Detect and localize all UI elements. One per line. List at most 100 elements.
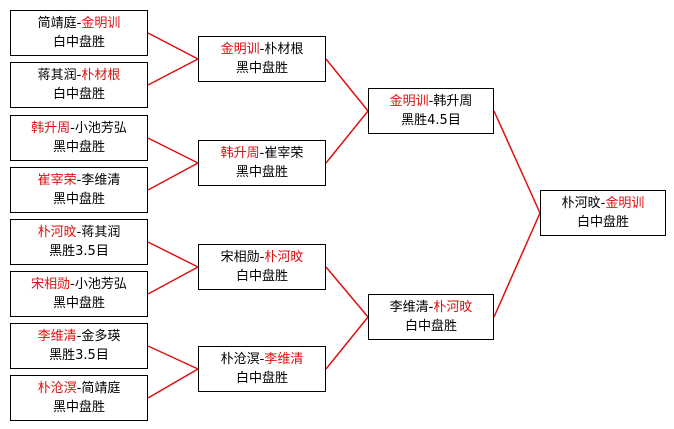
match-result: 黑胜4.5目 [401, 113, 461, 128]
connector-r1m8-to-r2m4 [147, 368, 199, 399]
match-players: 宋相勋-朴河旼 [199, 248, 325, 267]
player-separator: - [428, 94, 434, 109]
player-name: 小池芳弘 [74, 277, 127, 292]
match-result: 黑中盘胜 [52, 400, 105, 415]
winner-name: 李维清 [264, 352, 304, 367]
match-players: 李维清-金多瑛 [11, 327, 147, 346]
match-result: 黑中盘胜 [235, 165, 288, 180]
connector-r2m4-to-r3m2 [325, 316, 369, 370]
connector-r1m7-to-r2m4 [147, 345, 199, 370]
connector-r3m2-to-final [493, 212, 541, 318]
match-result: 白中盘胜 [404, 319, 457, 334]
connector-r2m2-to-r3m1 [325, 110, 369, 164]
winner-name: 朴河旼 [37, 225, 77, 240]
player-name: 朴河旼 [561, 196, 601, 211]
player-name: 简靖庭 [81, 381, 121, 396]
match-players: 崔宰荣-李维清 [11, 171, 147, 190]
winner-name: 朴材根 [81, 68, 121, 83]
player-name: 李维清 [389, 300, 429, 315]
winner-name: 朴河旼 [264, 250, 304, 265]
winner-name: 金明训 [220, 42, 260, 57]
match-box-r1m2: 蒋其润-朴材根白中盘胜 [10, 62, 148, 108]
connector-r1m5-to-r2m3 [147, 241, 199, 268]
match-result: 白中盘胜 [52, 87, 105, 102]
player-separator: - [259, 352, 265, 367]
player-separator: - [259, 42, 265, 57]
match-players: 宋相勋-小池芳弘 [11, 275, 147, 294]
player-separator: - [600, 196, 606, 211]
match-box-r2m1: 金明训-朴材根黑中盘胜 [198, 36, 326, 82]
player-name: 宋相勋 [220, 250, 260, 265]
match-box-r3m2: 李维清-朴河旼白中盘胜 [368, 294, 494, 340]
match-box-final: 朴河旼-金明训白中盘胜 [540, 190, 666, 236]
connector-r1m2-to-r2m1 [147, 58, 199, 86]
player-name: 金多瑛 [81, 329, 121, 344]
connector-r2m3-to-r3m2 [325, 266, 369, 318]
player-name: 崔宰荣 [264, 146, 304, 161]
match-box-r1m4: 崔宰荣-李维清黑中盘胜 [10, 167, 148, 213]
match-players: 朴沧溟-李维清 [199, 350, 325, 369]
match-players: 韩升周-小池芳弘 [11, 119, 147, 138]
match-box-r2m2: 韩升周-崔宰荣黑中盘胜 [198, 140, 326, 186]
match-box-r1m5: 朴河旼-蒋其润黑胜3.5目 [10, 219, 148, 265]
player-separator: - [76, 68, 82, 83]
match-result: 白中盘胜 [235, 371, 288, 386]
player-separator: - [70, 121, 75, 136]
player-separator: - [76, 329, 82, 344]
match-players: 朴河旼-金明训 [541, 194, 665, 213]
match-box-r2m3: 宋相勋-朴河旼白中盘胜 [198, 244, 326, 290]
match-result: 白中盘胜 [52, 35, 105, 50]
match-result: 黑中盘胜 [52, 296, 105, 311]
player-separator: - [76, 381, 82, 396]
winner-name: 金明训 [605, 196, 645, 211]
player-separator: - [76, 16, 82, 31]
match-players: 蒋其润-朴材根 [11, 66, 147, 85]
connector-r1m6-to-r2m3 [147, 266, 199, 295]
match-box-r2m4: 朴沧溟-李维清白中盘胜 [198, 346, 326, 392]
match-result: 白中盘胜 [576, 215, 629, 230]
player-separator: - [259, 146, 265, 161]
player-name: 李维清 [81, 173, 121, 188]
winner-name: 韩升周 [31, 121, 71, 136]
player-separator: - [259, 250, 265, 265]
winner-name: 崔宰荣 [37, 173, 77, 188]
match-players: 韩升周-崔宰荣 [199, 144, 325, 163]
player-separator: - [428, 300, 434, 315]
match-players: 金明训-朴材根 [199, 40, 325, 59]
match-box-r1m7: 李维清-金多瑛黑胜3.5目 [10, 323, 148, 369]
connector-r1m1-to-r2m1 [147, 32, 199, 60]
match-result: 黑中盘胜 [235, 61, 288, 76]
player-separator: - [70, 277, 75, 292]
connector-r3m1-to-final [493, 110, 541, 214]
match-result: 白中盘胜 [235, 269, 288, 284]
match-players: 朴沧溟-简靖庭 [11, 379, 147, 398]
winner-name: 宋相勋 [31, 277, 71, 292]
match-box-r1m3: 韩升周-小池芳弘黑中盘胜 [10, 115, 148, 161]
winner-name: 金明训 [389, 94, 429, 109]
winner-name: 金明训 [81, 16, 121, 31]
match-players: 简靖庭-金明训 [11, 14, 147, 33]
player-separator: - [76, 173, 82, 188]
match-players: 朴河旼-蒋其润 [11, 223, 147, 242]
connector-r1m3-to-r2m2 [147, 137, 199, 164]
match-result: 黑胜3.5目 [49, 348, 109, 363]
connector-r1m4-to-r2m2 [147, 162, 199, 191]
player-name: 朴沧溟 [220, 352, 260, 367]
player-name: 蒋其润 [81, 225, 121, 240]
winner-name: 朴沧溟 [37, 381, 77, 396]
player-name: 蒋其润 [37, 68, 77, 83]
connector-r2m1-to-r3m1 [325, 58, 369, 112]
match-players: 李维清-朴河旼 [369, 298, 493, 317]
match-result: 黑中盘胜 [52, 192, 105, 207]
player-name: 小池芳弘 [74, 121, 127, 136]
player-name: 简靖庭 [37, 16, 77, 31]
match-box-r1m1: 简靖庭-金明训白中盘胜 [10, 10, 148, 56]
winner-name: 朴河旼 [433, 300, 473, 315]
winner-name: 李维清 [37, 329, 77, 344]
match-box-r1m8: 朴沧溟-简靖庭黑中盘胜 [10, 375, 148, 421]
player-name: 韩升周 [433, 94, 473, 109]
match-result: 黑胜3.5目 [49, 244, 109, 259]
player-name: 朴材根 [264, 42, 304, 57]
